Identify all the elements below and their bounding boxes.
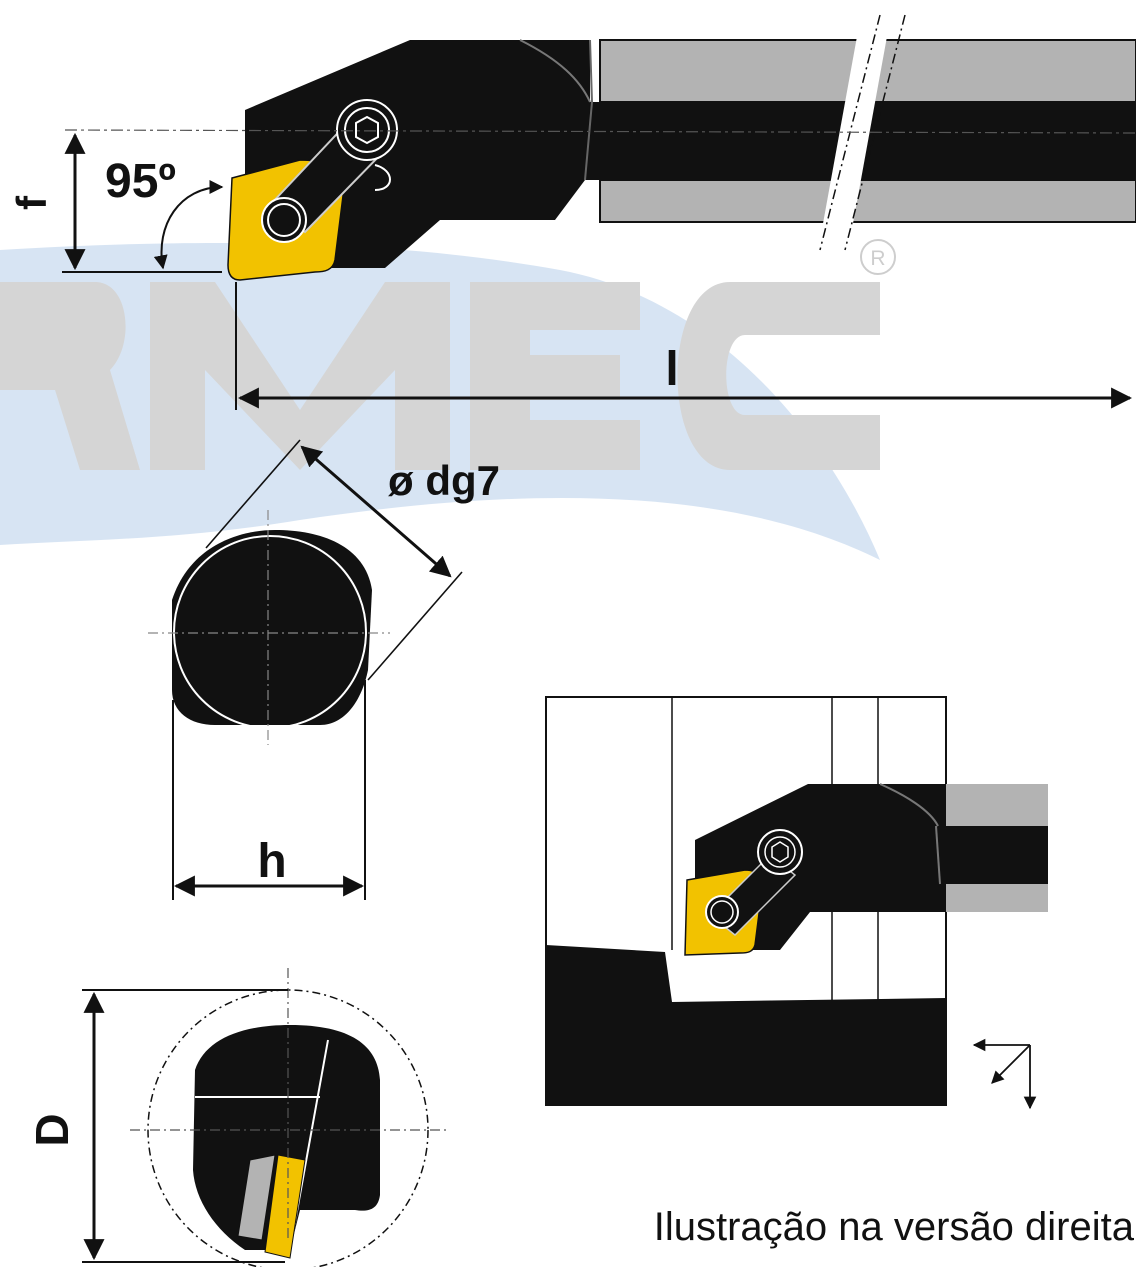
workpiece-solid xyxy=(546,945,946,1105)
head-curve-line xyxy=(519,39,591,103)
dim-h-label: h xyxy=(257,835,286,888)
watermark-letter-c xyxy=(677,282,880,470)
dim-dg7-ext-b xyxy=(367,571,463,681)
rmec-watermark-logo: R xyxy=(0,239,896,560)
end-view-insert-yellow xyxy=(264,1154,306,1259)
dim-l-label: l xyxy=(665,343,678,396)
app-shank-black xyxy=(938,826,1048,884)
dim-d-label: D xyxy=(26,1113,78,1146)
screw-bump xyxy=(374,164,391,191)
watermark-letter-m xyxy=(150,282,450,470)
registered-mark-text: R xyxy=(870,247,885,270)
angle-95-label: 95º xyxy=(105,155,176,208)
end-view-insert-gray xyxy=(237,1154,276,1241)
bore-circle xyxy=(147,989,429,1267)
shank-break-gap xyxy=(820,20,890,240)
head-edge-line xyxy=(584,39,594,181)
app-shank-gray-top xyxy=(946,784,1048,826)
dim-f-label: f xyxy=(8,195,55,210)
section-body xyxy=(172,530,372,725)
cross-section-view: ø dg7 h xyxy=(148,439,500,900)
side-view: f 95º l xyxy=(8,14,1136,410)
angle-95-arc xyxy=(153,180,224,270)
dim-dg7-arrow xyxy=(300,445,452,578)
feed-arrow-diag xyxy=(991,1044,1031,1084)
caption-text: Ilustração na versão direita xyxy=(654,1205,1135,1249)
shank-bottom-gray xyxy=(599,179,1136,223)
app-shank-gray-bottom xyxy=(946,884,1048,912)
end-view: D xyxy=(26,968,448,1267)
dim-dg7-label: ø dg7 xyxy=(388,457,500,504)
center-axis-line xyxy=(64,129,1136,134)
dim-dg7-ext-a xyxy=(205,439,301,549)
section-circle xyxy=(173,535,367,729)
end-view-body xyxy=(193,1025,380,1250)
application-illustration xyxy=(545,696,1048,1110)
watermark-letter-e xyxy=(470,282,640,470)
watermark-letter-r xyxy=(0,282,140,470)
registered-mark-circle xyxy=(860,239,896,275)
